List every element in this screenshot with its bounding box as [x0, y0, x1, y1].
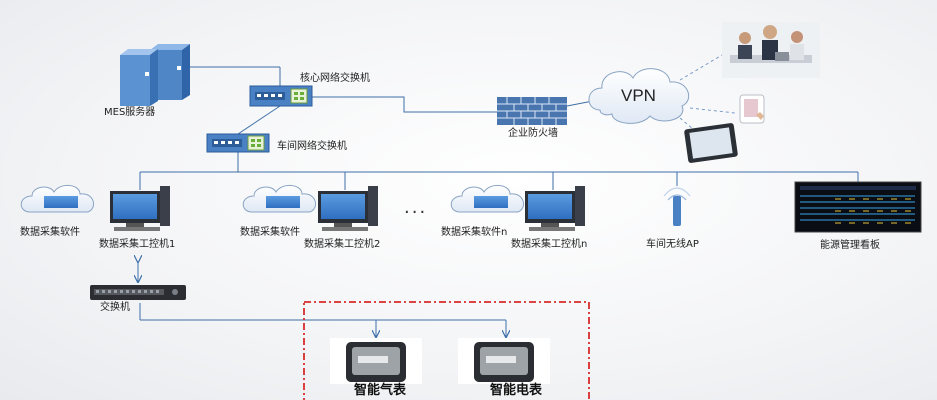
label-wireless-ap: 车间无线AP — [646, 239, 699, 250]
firewall-icon — [497, 97, 567, 125]
vpn-dashed-links — [679, 54, 736, 136]
label-software-n: 数据采集软件n — [441, 227, 508, 238]
label-power-meter: 智能电表 — [490, 383, 543, 398]
link-core-firewall — [312, 96, 500, 113]
ipc-n-icon — [525, 186, 585, 231]
wireless-ap-icon — [663, 187, 691, 226]
software-cloud-1 — [20, 185, 95, 213]
label-firewall: 企业防火墙 — [508, 128, 558, 139]
gas-meter-icon — [330, 338, 422, 384]
server-icon — [120, 44, 190, 106]
label-gas-meter: 智能气表 — [354, 383, 407, 398]
label-ipc-2: 数据采集工控机2 — [304, 239, 381, 250]
core-switch-icon — [249, 85, 313, 107]
label-ipc-1: 数据采集工控机1 — [99, 239, 176, 250]
ipc-2-icon — [318, 186, 378, 231]
software-cloud-2 — [242, 185, 317, 213]
vpn-cloud-icon — [588, 68, 690, 124]
connection-lines — [138, 66, 859, 337]
label-energy-board: 能源管理看板 — [820, 240, 880, 251]
phone-icon — [739, 94, 765, 124]
software-cloud-n — [450, 185, 525, 213]
label-mes-server: MES服务器 — [104, 107, 156, 118]
label-workshop-switch: 车间网络交换机 — [277, 141, 347, 152]
hardware-switch-icon — [90, 285, 186, 300]
label-switch: 交换机 — [100, 302, 130, 313]
ellipsis: ··· — [404, 202, 428, 223]
label-software-1: 数据采集软件 — [20, 227, 80, 238]
label-core-switch: 核心网络交换机 — [300, 73, 370, 84]
meeting-photo-icon — [722, 22, 820, 78]
label-ipc-n: 数据采集工控机n — [511, 239, 588, 250]
power-meter-icon — [458, 338, 550, 384]
ipc-1-icon — [110, 186, 170, 231]
workshop-switch-icon — [206, 133, 270, 153]
energy-board-icon — [794, 181, 922, 233]
label-software-2: 数据采集软件 — [240, 227, 300, 238]
link-core-workshop — [237, 105, 281, 135]
meter-region-border — [303, 301, 590, 400]
tablet-icon — [684, 123, 738, 163]
label-vpn: VPN — [621, 86, 656, 105]
